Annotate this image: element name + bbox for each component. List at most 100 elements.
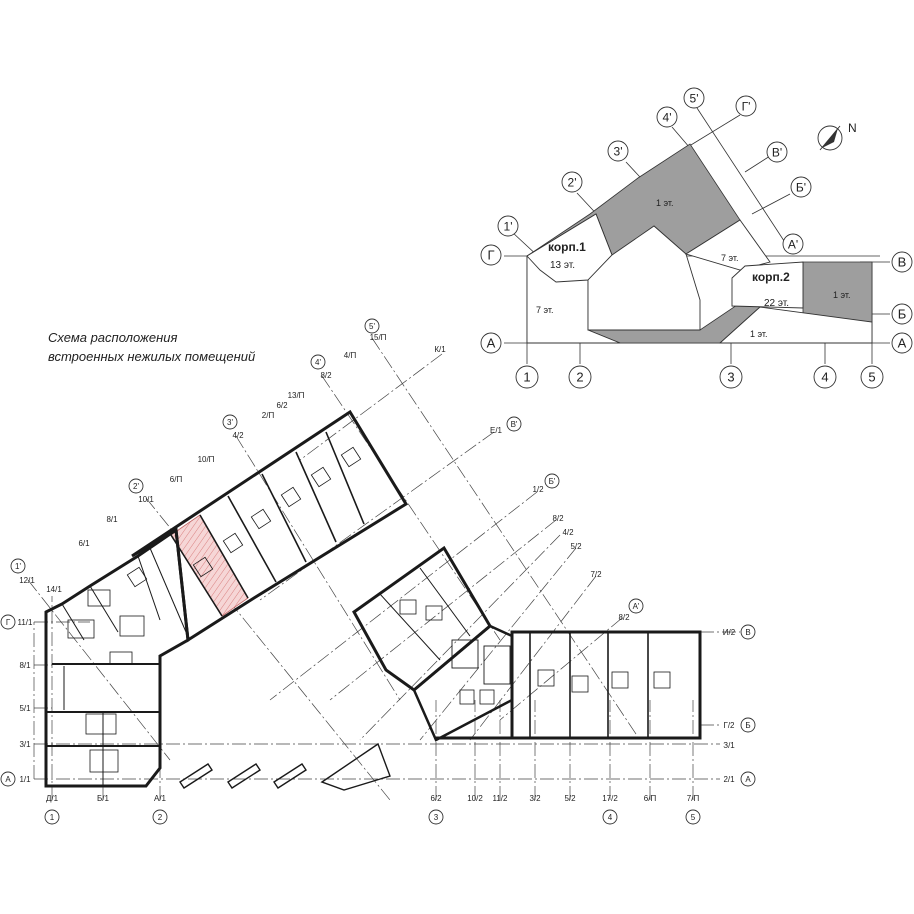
- plan-axis-bubble-bottom-1: 1: [44, 809, 60, 825]
- plan-axis-tag-wing-letter-7: 8/2: [618, 613, 630, 622]
- north-arrow-icon: [817, 125, 843, 151]
- plan-axis-lines: [27, 337, 740, 801]
- key-axis-bubble-5: 5: [860, 365, 884, 389]
- svg-text:Г: Г: [487, 248, 494, 263]
- plan-axis-bubble-left-g: Г: [0, 614, 16, 630]
- svg-text:А': А': [633, 602, 640, 611]
- key-axis-bubble-left-g: Г: [480, 244, 502, 266]
- plan-axis-tag-right-0: И/2: [723, 628, 736, 637]
- plan-axis-tag-wing-10: 13/П: [288, 391, 305, 400]
- plan-axis-tag-wing-13: 15/П: [370, 333, 387, 342]
- floor-plan: ГА11/18/15/13/11/1Д/1Б/1А/1126/210/211/2…: [0, 318, 756, 825]
- svg-text:Б: Б: [898, 307, 907, 322]
- plan-axis-tag-right-1: Г/2: [723, 721, 735, 730]
- floor-label-3: 7 эт.: [721, 253, 739, 263]
- left-block: [44, 527, 190, 788]
- svg-text:4': 4': [315, 358, 321, 367]
- plan-axis-tag-bottom-right-2: 11/2: [493, 794, 509, 803]
- plan-axis-tag-bottom-right-4: 5/2: [564, 794, 576, 803]
- plan-axis-tag-wing-6: 10/П: [198, 455, 215, 464]
- floor-label-2: 7 эт.: [536, 305, 554, 315]
- plan-axis-bubble-wing-0: 1': [10, 558, 26, 574]
- key-axis-bubble-rot-let-0: Г': [735, 95, 757, 117]
- plan-axis-bubble-wing-letter-2: А': [628, 598, 644, 614]
- plan-axis-tag-wing-4: 10/1: [138, 495, 154, 504]
- plan-axis-tag-wing-3: 8/1: [106, 515, 118, 524]
- plan-axis-bubble-bottom-4: 4: [602, 809, 618, 825]
- key-axis-bubble-right-1: Б: [891, 303, 913, 325]
- plan-axis-tag-wing-letter-1: Е/1: [490, 426, 503, 435]
- svg-text:2': 2': [133, 482, 139, 491]
- plan-axis-tag-left-3: 3/1: [19, 740, 31, 749]
- svg-text:1': 1': [15, 562, 21, 571]
- svg-text:Г: Г: [6, 618, 11, 627]
- plan-axis-tag-wing-8: 2/П: [262, 411, 275, 420]
- svg-text:3': 3': [614, 144, 623, 158]
- key-korp2: [731, 261, 804, 309]
- plan-axis-tag-wing-7: 4/2: [232, 431, 244, 440]
- svg-text:1: 1: [523, 370, 530, 385]
- key-building-1b: [718, 306, 873, 344]
- plan-axis-bubble-wing-letter-0: В': [506, 416, 522, 432]
- svg-text:4: 4: [821, 370, 828, 385]
- key-axis-bubble-3: 3: [719, 365, 743, 389]
- key-axis-bubble-rot-num-2: 3': [607, 140, 629, 162]
- plan-axis-tag-wing-letter-4: 4/2: [562, 528, 574, 537]
- key-axis-bubble-1: 1: [515, 365, 539, 389]
- svg-text:2: 2: [576, 370, 583, 385]
- plan-caption: Схема расположения встроенных нежилых по…: [48, 328, 255, 366]
- key-building-7b: [587, 225, 701, 331]
- svg-text:В': В': [772, 145, 782, 159]
- key-plan: корп.1 13 эт. корп.2 22 эт. 1 эт. 7 эт. …: [480, 87, 913, 389]
- plan-axis-tag-wing-9: 6/2: [276, 401, 288, 410]
- plan-axis-bubble-wing-letter-1: Б': [544, 473, 560, 489]
- plan-axis-tag-wing-2: 6/1: [78, 539, 90, 548]
- plan-axis-tag-wing-12: 4/П: [344, 351, 357, 360]
- svg-text:А: А: [5, 775, 11, 784]
- plan-axis-bubble-right-2: А: [740, 771, 756, 787]
- svg-text:А: А: [898, 336, 907, 351]
- plan-axis-bubble-bottom-3: 3: [428, 809, 444, 825]
- key-axis-line-gp: [685, 114, 741, 149]
- plan-axis-tag-right-2: З/1: [723, 741, 735, 750]
- svg-text:5: 5: [691, 813, 696, 822]
- plan-axis-tag-bottom-right-1: 10/2: [467, 794, 483, 803]
- plan-axis-tag-wing-letter-5: 5/2: [570, 542, 582, 551]
- svg-text:4: 4: [608, 813, 613, 822]
- plan-axis-tag-bottom-right-5: 17/2: [602, 794, 618, 803]
- floor-label-5: 1 эт.: [750, 329, 768, 339]
- svg-text:1': 1': [504, 219, 513, 233]
- plan-axis-tag-bottom-left-0: Д/1: [46, 794, 59, 803]
- plan-axis-tag-bottom-right-3: 3/2: [529, 794, 541, 803]
- plan-axis-bubble-wing-2: 3': [222, 414, 238, 430]
- plan-axis-tag-left-4: 1/1: [19, 775, 31, 784]
- svg-text:А: А: [487, 336, 496, 351]
- plan-axis-tag-bottom-left-1: Б/1: [97, 794, 109, 803]
- svg-text:Б': Б': [549, 477, 556, 486]
- svg-text:А': А': [788, 237, 798, 251]
- svg-text:В: В: [745, 628, 750, 637]
- key-axis-bubble-rot-num-3: 4': [656, 106, 678, 128]
- plan-axis-tag-left-1: 8/1: [19, 661, 31, 670]
- svg-text:Б': Б': [796, 180, 806, 194]
- svg-text:5': 5': [690, 91, 699, 105]
- key-axis-bubble-rot-num-1: 2': [561, 171, 583, 193]
- key-axis-bubble-2: 2: [568, 365, 592, 389]
- korp2-label: корп.2: [752, 270, 790, 284]
- plan-axis-tag-wing-5: 6/П: [170, 475, 183, 484]
- plan-axis-tag-wing-0: 12/1: [19, 576, 35, 585]
- key-axis-bubble-right-0: В: [891, 251, 913, 273]
- svg-text:3': 3': [227, 418, 233, 427]
- plan-axis-bubble-wing-3: 4': [310, 354, 326, 370]
- key-axis-bubble-right-2: А: [891, 332, 913, 354]
- key-axis-bubble-rot-num-0: 1': [497, 215, 519, 237]
- svg-text:2: 2: [158, 813, 163, 822]
- plan-axis-tag-right-3: 2/1: [723, 775, 735, 784]
- key-axis-line-4p: [671, 126, 691, 149]
- key-axis-bubble-rot-let-1: В': [766, 141, 788, 163]
- plan-axis-tag-bottom-right-0: 6/2: [430, 794, 442, 803]
- plan-axis-bubble-bottom-2: 2: [152, 809, 168, 825]
- plan-axis-tag-bottom-left-2: А/1: [154, 794, 167, 803]
- plan-axis-tag-wing-11: 8/2: [320, 371, 332, 380]
